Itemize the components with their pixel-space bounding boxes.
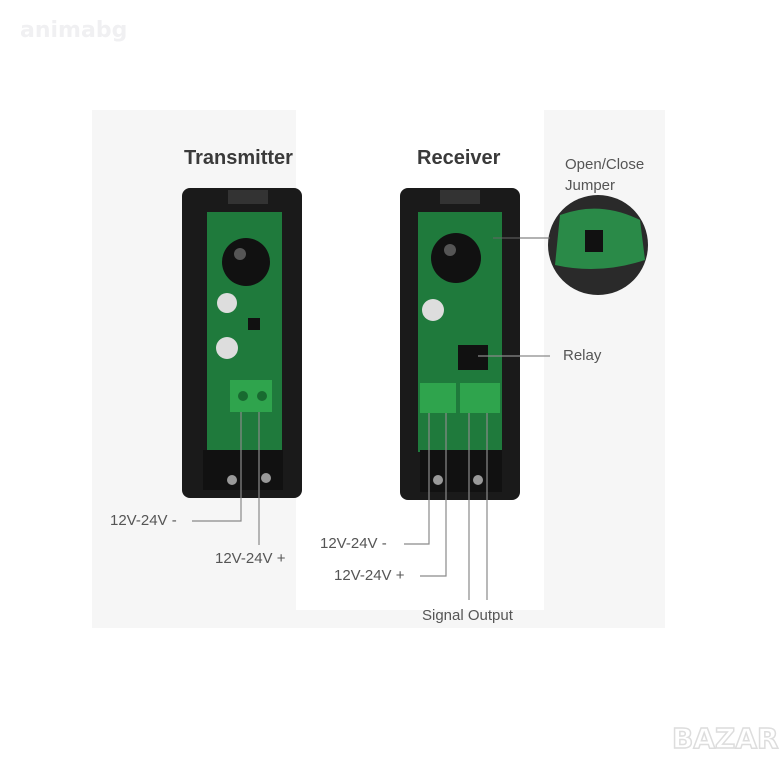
receiver-minus-label: 12V-24V - [320,535,387,552]
inset-label-line1: Open/Close [565,156,645,173]
transmitter-plus-label: 12V-24V + [215,550,286,567]
receiver-plus-label: 12V-24V + [334,567,405,584]
bazar-logo: BAZAR [671,721,779,756]
receiver-title: Receiver [417,147,501,169]
relay-label: Relay [563,347,602,364]
signal-output-label: Signal Output [422,607,513,624]
watermark: animabg [20,18,128,43]
transmitter-title: Transmitter [184,147,293,169]
leader-lines [192,355,550,600]
receiver-device [400,188,520,500]
inset-label-line2: Jumper [565,177,616,194]
transmitter-device [182,188,302,498]
transmitter-minus-label: 12V-24V - [110,512,177,529]
jumper-inset [493,195,648,295]
